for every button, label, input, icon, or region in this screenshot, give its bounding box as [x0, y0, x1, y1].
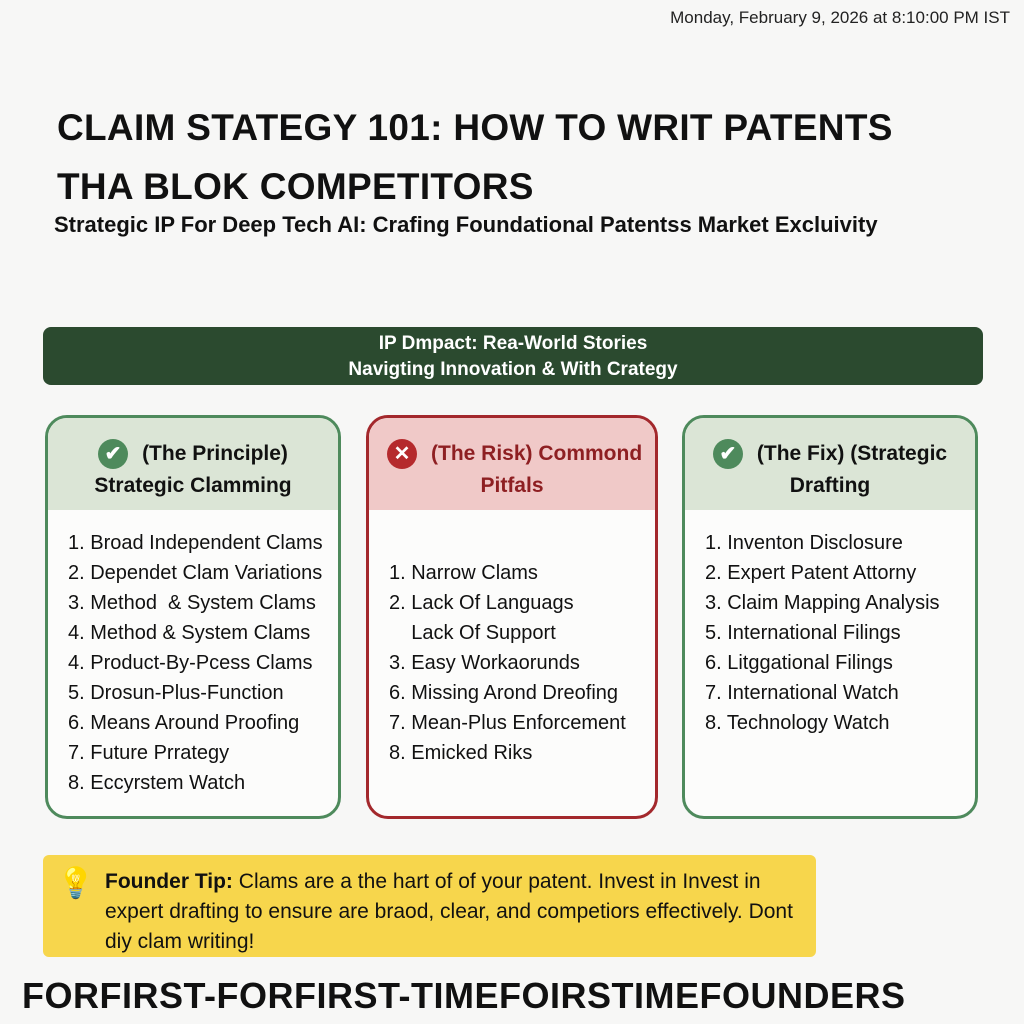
list-item: 7. Mean-Plus Enforcement — [389, 712, 626, 734]
tip-label: Founder Tip: — [105, 870, 233, 893]
list-item: 5. Drosun-Plus-Function — [68, 682, 284, 704]
card-title-line-2: Strategic Clamming — [94, 474, 292, 497]
list-item: 7. International Watch — [705, 682, 899, 704]
list-item: 3. Method & System Clams — [68, 592, 316, 614]
list-item: 5. International Filings — [705, 622, 901, 644]
card-title-line-2: Drafting — [789, 474, 871, 497]
card-risk: ✕ (The Risk) Commond Pitfals 1. Narrow Cl… — [366, 415, 658, 819]
list-item: 8. Technology Watch — [705, 712, 890, 734]
list-item: 1. Broad Independent Clams — [68, 532, 323, 554]
title-line-1: CLAIM STATEGY 101: HOW TO WRIT PATENTS — [57, 107, 893, 148]
card-title-line-1: (The Principle) — [142, 442, 288, 465]
card-title-line-1: (The Fix) (Strategic — [756, 442, 948, 465]
list-item: 4. Method & System Clams — [68, 622, 311, 644]
card-principle: ✔ (The Principle) Strategic Clamming 1. B… — [45, 415, 341, 819]
card-header: ✔ (The Fix) (Strategic Drafting — [685, 418, 975, 510]
card-fix: ✔ (The Fix) (Strategic Drafting 1. Invent… — [682, 415, 978, 819]
founder-tip: 💡 Founder Tip: Clams are a the hart of o… — [43, 855, 816, 957]
list-item: 2. Expert Patent Attorny — [705, 562, 917, 584]
list-item: 6. Means Around Proofing — [68, 712, 300, 734]
check-circle-icon: ✔ — [712, 439, 743, 470]
list-item: 2. Dependet Clam Variations — [68, 562, 323, 584]
card-list: 1. Broad Independent Clams 2. Dependet Cl… — [48, 510, 338, 798]
title-line-2: THA BLOK COMPETITORS — [57, 166, 534, 207]
banner-line-2: Navigting Innovation & With Crategy — [348, 359, 678, 380]
footer-text: FORFIRST-FORFIRST-TIMEFOIRSTIMEFOUNDERS — [22, 975, 906, 1016]
check-circle-icon: ✔ — [98, 439, 129, 470]
subtitle: Strategic IP For Deep Tech AI: Crafing F… — [54, 212, 878, 237]
card-header: ✕ (The Risk) Commond Pitfals — [369, 418, 655, 510]
list-item: 4. Product-By-Pcess Clams — [68, 652, 313, 674]
card-header: ✔ (The Principle) Strategic Clamming — [48, 418, 338, 510]
page-title: CLAIM STATEGY 101: HOW TO WRIT PATENTS T… — [57, 98, 893, 216]
x-circle-icon: ✕ — [387, 439, 417, 470]
list-item: 8. Emicked Riks — [389, 742, 533, 764]
card-title-line-2: Pitfals — [480, 474, 544, 497]
card-title-line-1: (The Risk) Commond — [431, 442, 643, 465]
list-item: 2. Lack Of Languags — [389, 592, 574, 614]
tip-text: Clams are a the hart of of your patent. … — [105, 870, 793, 953]
banner-line-1: IP Dmpact: Rea-World Stories — [378, 333, 648, 354]
list-item: 1. Narrow Clams — [389, 562, 538, 584]
list-item: 7. Future Prrategy — [68, 742, 230, 764]
timestamp: Monday, February 9, 2026 at 8:10:00 PM I… — [670, 8, 1010, 27]
card-list: 1. Narrow Clams 2. Lack Of Languags Lack … — [369, 510, 655, 768]
card-list: 1. Inventon Disclosure 2. Expert Patent A… — [685, 510, 975, 738]
lightbulb-icon: 💡 — [57, 867, 95, 900]
list-item: Lack Of Support — [389, 622, 556, 644]
list-item: 8. Eccyrstem Watch — [68, 772, 246, 794]
list-item: 1. Inventon Disclosure — [705, 532, 903, 554]
list-item: 3. Claim Mapping Analysis — [705, 592, 940, 614]
list-item: 6. Missing Arond Dreofing — [389, 682, 619, 704]
section-banner: IP Dmpact: Rea-World Stories Navigting I… — [43, 327, 983, 385]
list-item: 3. Easy Workaorunds — [389, 652, 580, 674]
list-item: 6. Litggational Filings — [705, 652, 893, 674]
